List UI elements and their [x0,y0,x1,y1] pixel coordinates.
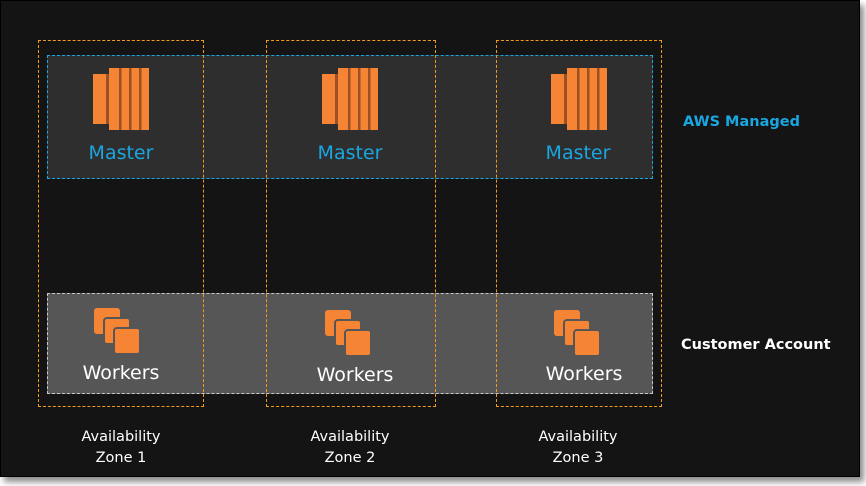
master-label-zone-2: Master [317,142,383,164]
workers-label-zone-3: Workers [545,363,623,385]
master-label-zone-1: Master [88,142,154,164]
availability-zone-2-label: Availability Zone 2 [280,427,420,469]
availability-zone-2-boundary [266,40,436,407]
availability-zone-3-boundary [496,40,662,407]
availability-zone-1-label: Availability Zone 1 [51,427,191,469]
availability-zone-2-line2: Zone 2 [324,450,376,466]
customer-account-label: Customer Account [681,337,831,353]
ec2-instance-icon [93,68,149,130]
aws-managed-boundary [47,55,653,179]
diagram-canvas: Master Master Master Workers Workers Wor… [0,0,860,477]
customer-account-boundary [47,293,653,394]
ec2-instance-icon [551,68,607,130]
workers-label-zone-2: Workers [316,364,394,386]
aws-managed-label: AWS Managed [683,114,800,130]
availability-zone-1-line2: Zone 1 [95,450,147,466]
ec2-instance-icon [322,68,378,130]
availability-zone-3-label: Availability Zone 3 [508,427,648,469]
availability-zone-3-line2: Zone 3 [552,450,604,466]
availability-zone-3-line1: Availability [538,429,618,445]
master-label-zone-3: Master [545,142,611,164]
availability-zone-1-line1: Availability [81,429,161,445]
ec2-instances-stack-icon [554,310,601,357]
availability-zone-2-line1: Availability [310,429,390,445]
ec2-instances-stack-icon [94,308,141,355]
availability-zone-1-boundary [38,40,204,407]
ec2-instances-stack-icon [325,310,372,357]
workers-label-zone-1: Workers [82,362,160,384]
